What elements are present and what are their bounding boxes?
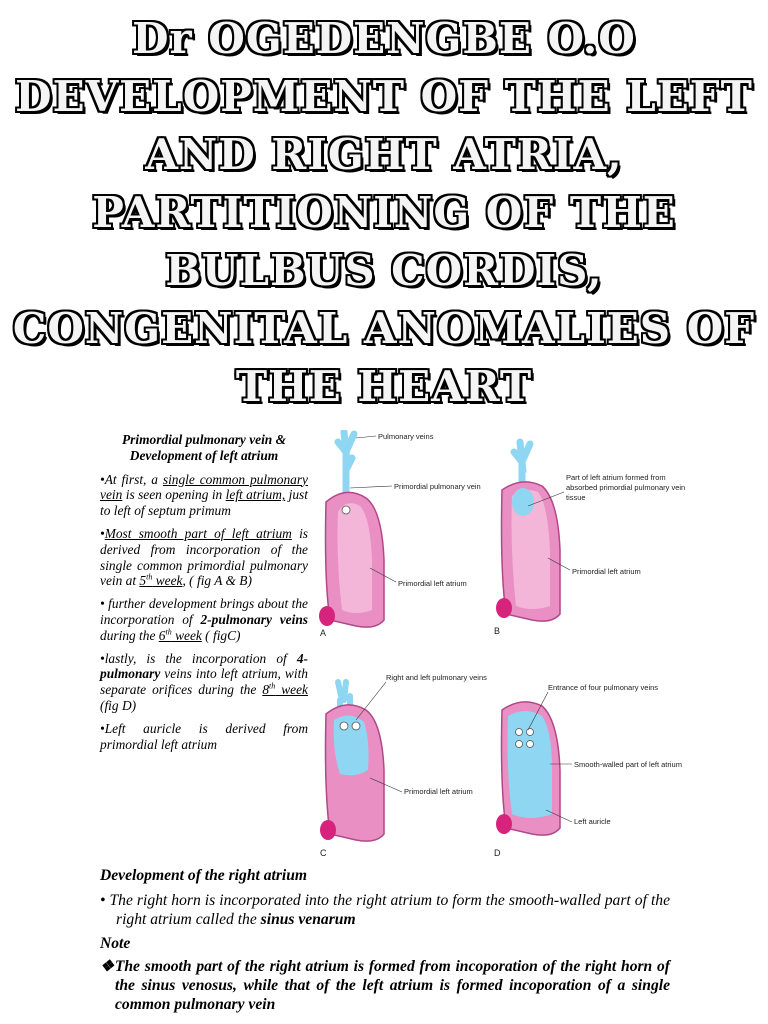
p4-text-c: veins into left atrium, with separate or… xyxy=(100,666,308,698)
p1-underline-b: single common pulmonary vein xyxy=(100,471,308,503)
label-primordial-left-atrium-a: Primordial left atrium xyxy=(398,579,467,588)
pulmonary-veins-a xyxy=(334,430,358,504)
title-line-4: PARTITIONING OF THE xyxy=(92,188,676,237)
panel-c: Right and left pulmonary veins Primordia… xyxy=(320,673,487,858)
smooth-wall-c xyxy=(333,715,369,776)
right-atrium-bullet-text: • The right horn is incorporated into th… xyxy=(100,892,670,928)
p2-text-a: • xyxy=(100,525,105,541)
smooth-walled-part-d xyxy=(507,711,552,818)
label-pulmonary-veins: Pulmonary veins xyxy=(378,432,434,441)
p2-underline-b: Most smooth part of left atrium xyxy=(104,525,292,541)
absorbed-vein-tissue-b xyxy=(512,488,534,516)
title-line-6: CONGENITAL ANOMALIES OF xyxy=(12,304,756,353)
p1-text-e: just to left of septum primum xyxy=(100,487,308,519)
atrium-development-figure: Pulmonary veins Primordial pulmonary vei… xyxy=(319,430,685,858)
auricle-c xyxy=(320,820,336,840)
vein-opening-a xyxy=(341,505,351,515)
heading-line-2: Development of left atrium xyxy=(129,447,279,463)
p2-week: 5th week xyxy=(139,573,182,588)
p4-text-a: •lastly, is the incorporation of xyxy=(100,650,297,666)
p4-week-sup: th xyxy=(269,681,276,691)
title-line-1: Dr OGEDENGBE O.O xyxy=(132,14,636,63)
p3-text-c: during the xyxy=(100,627,159,643)
left-column-heading: Primordial pulmonary vein & Development … xyxy=(100,432,308,464)
p4-week-num: 8 xyxy=(262,682,270,698)
title-line-7: THE HEART xyxy=(235,362,533,411)
pulmonary-veins-b xyxy=(510,438,534,486)
panel-letter-b: B xyxy=(494,626,500,636)
title-block: Dr OGEDENGBE O.O DEVELOPMENT OF THE LEFT… xyxy=(0,10,768,416)
p4-text-e: (fig D) xyxy=(100,697,137,713)
p4-bold-b: 4-pulmonary xyxy=(100,650,308,682)
sinus-venarum-term: sinus venarum xyxy=(260,911,356,928)
panel-letter-a: A xyxy=(320,628,326,638)
label-primordial-pulmonary-vein: Primordial pulmonary vein xyxy=(394,482,481,491)
label-smooth-walled-part: Smooth-walled part of left atrium xyxy=(574,760,682,769)
p3-week-rest: week xyxy=(171,627,202,643)
p1-underline-d: left atrium, xyxy=(225,487,286,503)
auricle-b xyxy=(496,598,512,618)
label-left-auricle: Left auricle xyxy=(574,817,611,826)
label-primordial-left-atrium-b: Primordial left atrium xyxy=(572,567,641,576)
label-part-of-left-atrium-3: tissue xyxy=(566,493,586,502)
right-atrium-section: Development of the right atrium • The ri… xyxy=(100,866,670,1014)
panel-d: Entrance of four pulmonary veins Smooth-… xyxy=(494,683,682,858)
atrium-inner-a xyxy=(337,503,372,613)
paragraph-left-auricle: •Left auricle is derived from primordial… xyxy=(100,720,308,752)
left-atrium-text-column: Primordial pulmonary vein & Development … xyxy=(100,432,308,759)
label-entrance-four-veins: Entrance of four pulmonary veins xyxy=(548,683,658,692)
note-heading: Note xyxy=(100,935,131,952)
p3-text-e: ( figC) xyxy=(201,627,241,643)
left-auricle-d xyxy=(496,814,512,834)
p3-week: 6th week xyxy=(159,628,202,643)
paragraph-two-veins: • further development brings about the i… xyxy=(100,596,308,643)
right-atrium-heading: Development of the right atrium xyxy=(100,867,308,884)
pulmonary-veins-c xyxy=(335,679,353,715)
right-atrium-bullet: • The right horn is incorporated into th… xyxy=(100,891,670,929)
p2-week-sup: th xyxy=(146,572,153,582)
panel-a: Pulmonary veins Primordial pulmonary vei… xyxy=(319,430,481,638)
panel-letter-c: C xyxy=(320,848,327,858)
p3-bold-b: 2-pulmonary veins xyxy=(200,611,308,627)
title-line-5: BULBUS CORDIS, xyxy=(165,246,603,295)
note-text: ❖The smooth part of the right atrium is … xyxy=(100,958,670,1013)
heading-line-1: Primordial pulmonary vein & xyxy=(121,432,287,447)
p3-week-num: 6 xyxy=(158,627,166,643)
p3-text-a: • further development brings about the i… xyxy=(100,596,308,627)
p1-text-c: is seen opening in xyxy=(122,487,226,503)
p4-week: 8th week xyxy=(262,682,308,697)
paragraph-four-veins: •lastly, is the incorporation of 4-pulmo… xyxy=(100,651,308,714)
p1-text-a: •At first, a xyxy=(100,471,163,487)
p2-text-c: is derived from incorporation of the sin… xyxy=(100,525,308,589)
label-part-of-left-atrium-1: Part of left atrium formed from xyxy=(566,473,666,482)
p4-week-rest: week xyxy=(275,682,308,698)
label-right-left-pulmonary-veins: Right and left pulmonary veins xyxy=(386,673,487,682)
p2-week-num: 5 xyxy=(139,573,147,589)
title-line-2: DEVELOPMENT OF THE LEFT xyxy=(15,72,753,121)
p2-week-rest: week xyxy=(152,573,183,589)
p2-text-e: , ( fig A & B) xyxy=(182,573,252,589)
paragraph-smooth-part: •Most smooth part of left atrium is deri… xyxy=(100,526,308,589)
title-line-3: AND RIGHT ATRIA, xyxy=(145,130,623,179)
panel-b: Part of left atrium formed from absorbed… xyxy=(494,438,685,636)
p3-week-sup: th xyxy=(165,627,172,637)
label-primordial-left-atrium-c: Primordial left atrium xyxy=(404,787,473,796)
label-part-of-left-atrium-2: absorbed primordial pulmonary vein xyxy=(566,483,685,492)
auricle-a xyxy=(319,606,335,626)
panel-letter-d: D xyxy=(494,848,501,858)
paragraph-single-vein: •At first, a single common pulmonary vei… xyxy=(100,472,308,519)
